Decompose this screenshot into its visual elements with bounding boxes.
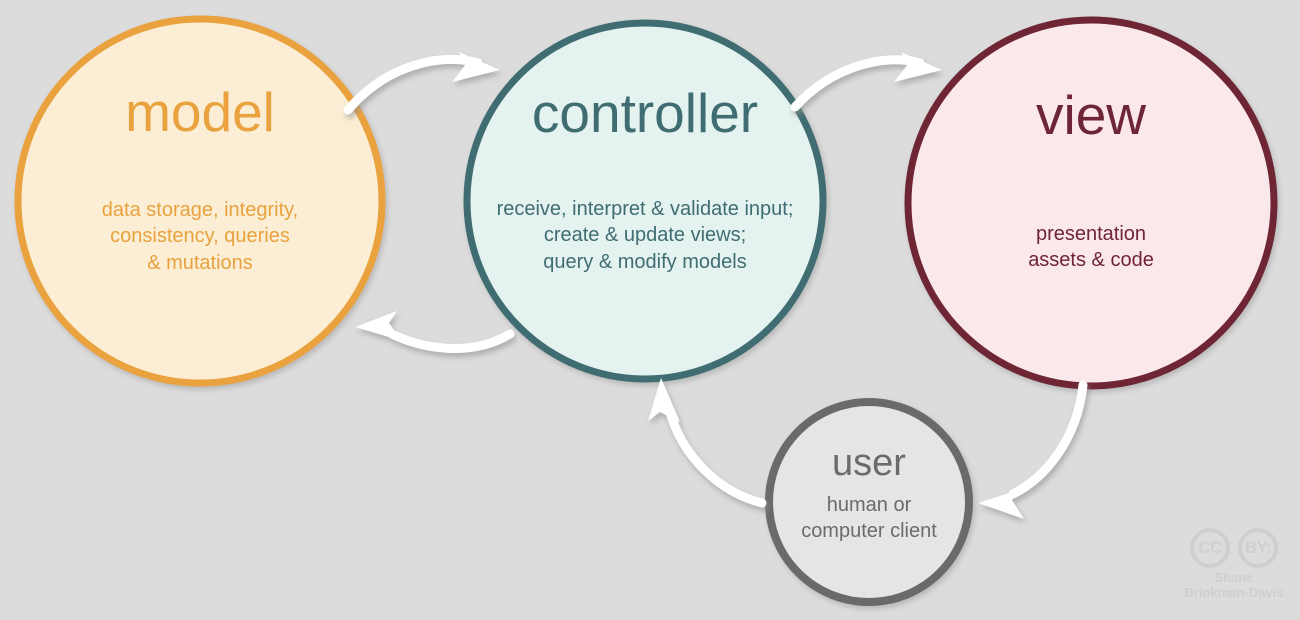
arrow-controller-to-view bbox=[790, 52, 942, 112]
cc-icon: CC bbox=[1190, 528, 1230, 568]
node-circle-view[interactable] bbox=[904, 16, 1278, 390]
node-circle-controller[interactable] bbox=[463, 19, 827, 383]
cc-by-icon: BY: bbox=[1238, 528, 1278, 568]
arrow-view-to-user bbox=[978, 380, 1088, 519]
attribution-author: Shane Brinkman-Davis bbox=[1184, 570, 1284, 600]
creative-commons-attribution: CC BY: Shane Brinkman-Davis bbox=[1176, 528, 1292, 601]
node-circle-model[interactable] bbox=[14, 15, 386, 387]
cc-license-marks: CC BY: bbox=[1176, 528, 1292, 568]
arrow-model-to-controller bbox=[343, 52, 500, 115]
arrow-user-to-controller bbox=[648, 378, 767, 508]
arrow-controller-to-model bbox=[355, 311, 515, 353]
node-circle-user[interactable] bbox=[765, 398, 973, 606]
